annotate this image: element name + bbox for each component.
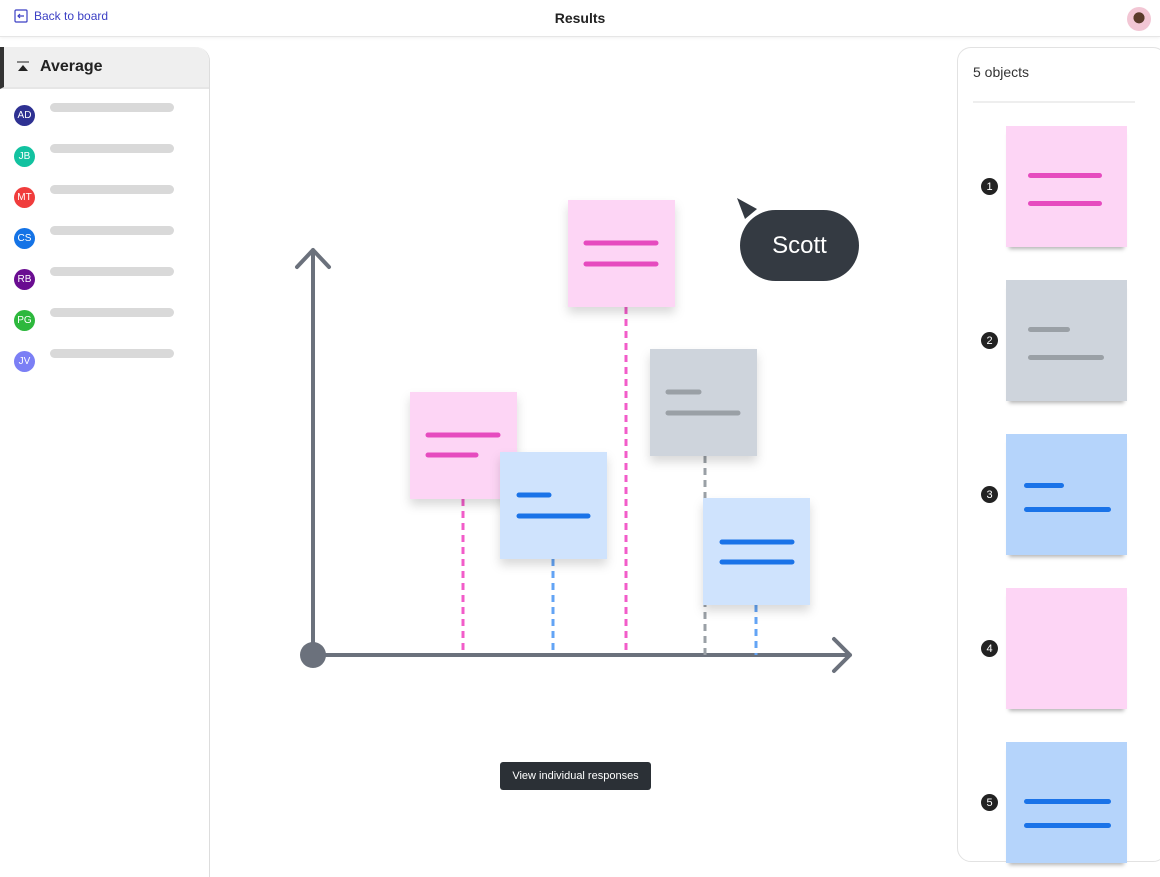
view-individual-responses-button[interactable]: View individual responses	[500, 762, 651, 790]
response-placeholder-bar	[50, 185, 174, 194]
object-sticky-note-2[interactable]	[1006, 280, 1127, 401]
sticky-note-blue-2	[703, 498, 810, 605]
note-text-line	[1024, 483, 1064, 488]
objects-panel: 5 objects 1 2 3 4 5	[957, 47, 1160, 863]
participant-row[interactable]: PG	[14, 308, 174, 331]
average-tab[interactable]: Average	[0, 47, 209, 89]
participants-sidebar: Average AD JB MT CS RB PG JV	[0, 47, 210, 877]
participant-avatar: JB	[14, 146, 35, 167]
objects-count: 5 objects	[973, 64, 1030, 80]
participant-avatar: AD	[14, 105, 35, 126]
x-axis	[311, 637, 852, 673]
note-text-line	[1024, 799, 1111, 804]
object-sticky-note-5[interactable]	[1006, 742, 1127, 863]
participant-row[interactable]: MT	[14, 185, 174, 208]
participant-avatar: CS	[14, 228, 35, 249]
sticky-note-pink-1	[410, 392, 517, 499]
participant-row[interactable]: JB	[14, 144, 174, 167]
note-text-line	[1028, 173, 1102, 178]
collapse-icon	[17, 61, 29, 71]
divider	[973, 101, 1135, 103]
response-placeholder-bar	[50, 144, 174, 153]
object-sticky-note-3[interactable]	[1006, 434, 1127, 555]
participant-row[interactable]: AD	[14, 103, 174, 126]
object-rank-badge: 3	[981, 486, 998, 503]
back-label: Back to board	[34, 9, 109, 23]
participant-avatar: MT	[14, 187, 35, 208]
participant-row[interactable]: CS	[14, 226, 174, 249]
participant-avatar: JV	[14, 351, 35, 372]
sticky-note-blue-1	[500, 452, 607, 559]
axis-origin	[300, 642, 326, 668]
note-text-line	[1028, 201, 1102, 206]
response-placeholder-bar	[50, 267, 174, 276]
participant-row[interactable]: RB	[14, 267, 174, 290]
page-title: Results	[554, 10, 606, 26]
participant-avatar: RB	[14, 269, 35, 290]
object-rank-badge: 2	[981, 332, 998, 349]
object-rank-badge: 1	[981, 178, 998, 195]
collaborator-cursor-label: Scott	[740, 210, 859, 281]
cursor-pointer-icon	[737, 198, 757, 219]
sticky-note-pink-2	[568, 200, 675, 307]
note-text-line	[1024, 507, 1111, 512]
response-placeholder-bar	[50, 226, 174, 235]
participant-avatar: PG	[14, 310, 35, 331]
average-label: Average	[40, 58, 103, 75]
response-placeholder-bar	[50, 103, 174, 112]
results-chart	[295, 198, 852, 673]
sticky-note-gray	[650, 349, 757, 456]
note-text-line	[1028, 355, 1104, 360]
user-avatar[interactable]	[1127, 7, 1151, 31]
participant-row[interactable]: JV	[14, 349, 174, 372]
back-to-board-link[interactable]: Back to board	[14, 9, 108, 23]
object-rank-badge: 5	[981, 794, 998, 811]
y-axis	[295, 248, 331, 657]
response-placeholder-bar	[50, 349, 174, 358]
object-sticky-note-4[interactable]	[1006, 588, 1127, 709]
note-text-line	[1024, 823, 1111, 828]
object-rank-badge: 4	[981, 640, 998, 657]
axes	[295, 248, 852, 673]
note-text-line	[1028, 327, 1070, 332]
response-placeholder-bar	[50, 308, 174, 317]
object-sticky-note-1[interactable]	[1006, 126, 1127, 247]
back-icon	[14, 9, 28, 23]
top-bar: Back to board Results	[0, 0, 1160, 37]
